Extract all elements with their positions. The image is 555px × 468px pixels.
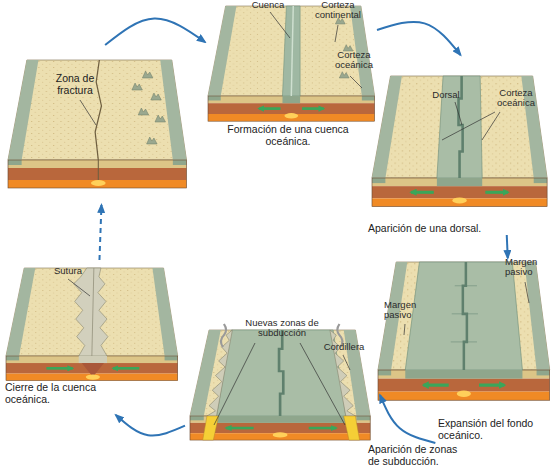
illustration-part <box>203 416 219 440</box>
spreading-block <box>378 262 550 400</box>
cycle-arrow <box>105 18 205 45</box>
part-label: Sutura <box>48 266 88 276</box>
part-label: Margen pasivo <box>384 300 429 321</box>
illustration-part <box>147 137 158 144</box>
illustration-part <box>343 355 350 370</box>
illustration-part <box>284 113 298 118</box>
illustration-part <box>455 102 462 125</box>
stage-panel: Cierre de la cuenca oceánica. <box>3 260 185 415</box>
stage-panel: Aparición de una dorsal. <box>368 55 553 235</box>
illustration-part <box>300 343 345 425</box>
stage-panel: Formación de una cuenca oceánica. <box>205 0 377 150</box>
illustration-part <box>411 191 434 194</box>
stage-caption: Cierre de la cuenca oceánica. <box>5 382 109 405</box>
illustration-part <box>378 262 550 400</box>
illustration-part <box>405 262 522 370</box>
illustration-part <box>91 180 106 186</box>
illustration-part <box>86 374 100 379</box>
illustration-part <box>282 96 300 103</box>
illustration-part <box>404 324 405 335</box>
illustration-part <box>270 12 290 38</box>
part-label: Cuenca <box>248 0 288 10</box>
illustration-part <box>8 60 186 188</box>
illustration-part <box>423 383 448 386</box>
illustration-part <box>339 72 349 78</box>
illustration-part <box>405 370 522 379</box>
illustration-part <box>138 108 149 115</box>
illustration-part <box>350 76 362 88</box>
illustration-part <box>190 330 370 440</box>
illustration-part <box>463 262 467 370</box>
cycle-arrow <box>116 415 185 436</box>
illustration-part <box>155 115 166 122</box>
part-label: Corteza continental <box>310 0 366 21</box>
illustration-part <box>113 367 139 370</box>
part-label: Cordillera <box>318 342 370 352</box>
illustration-part <box>95 60 101 160</box>
illustration-part <box>482 112 500 140</box>
illustration-part <box>221 324 226 347</box>
illustration-part <box>92 268 94 356</box>
illustration-part <box>259 107 281 110</box>
leader-lines <box>68 12 529 425</box>
cycle-arrow <box>507 235 508 258</box>
closure-block <box>6 268 178 381</box>
fracture-block <box>8 60 186 188</box>
cycle-arrow <box>99 205 101 260</box>
illustration-part <box>151 93 162 100</box>
illustration-part <box>142 71 153 78</box>
callout-label: Zona de fractura <box>40 73 110 96</box>
illustration-part <box>132 83 143 90</box>
illustration-part <box>98 160 99 182</box>
illustration-part <box>207 330 232 416</box>
part-label: Nuevas zonas de subducción <box>232 318 332 339</box>
part-label: Margen pasivo <box>505 257 553 278</box>
illustration-part <box>79 356 107 363</box>
illustration-part <box>273 432 288 437</box>
illustration-part <box>282 6 300 96</box>
subduction-block <box>190 324 370 440</box>
illustration-part <box>217 416 346 423</box>
illustration-part <box>214 343 255 425</box>
illustration-part <box>74 268 108 356</box>
stage-caption: Formación de una cuenca oceánica. <box>213 124 363 147</box>
illustration-part <box>6 268 178 381</box>
cycle-arrow <box>380 395 435 443</box>
illustration-part <box>68 279 90 296</box>
stage-caption: Aparición de una dorsal. <box>368 223 538 235</box>
illustration-part <box>291 6 293 96</box>
ridge-block <box>372 76 547 207</box>
stage-caption: Expansión del fondo oceánico. <box>438 418 548 441</box>
illustration-part <box>372 76 547 207</box>
illustration-part <box>479 383 504 386</box>
illustration-part <box>457 391 471 397</box>
illustration-part <box>452 197 466 203</box>
stage-caption: Aparición de zonas de subducción. <box>368 444 468 467</box>
part-label: Dorsal <box>428 90 464 100</box>
illustration-part <box>80 100 96 125</box>
part-label: Corteza oceánica <box>488 88 544 109</box>
illustration-part <box>46 367 72 370</box>
illustration-part <box>485 191 508 194</box>
stage-panel: Expansión del fondo oceánico. <box>372 258 553 443</box>
illustration-part <box>344 416 360 440</box>
illustration-part <box>309 427 337 430</box>
illustration-part <box>226 427 254 430</box>
stage-panel: Zona de fractura <box>5 45 187 205</box>
cycle-arrow <box>377 22 461 55</box>
illustration-part <box>279 330 283 416</box>
illustration-part <box>335 25 338 42</box>
illustration-part <box>437 178 482 186</box>
part-label: Corteza oceánica <box>328 50 380 71</box>
stage-panel: Aparición de zonas de subducción. <box>185 322 380 444</box>
illustration-part <box>302 107 324 110</box>
illustration-part <box>525 282 529 303</box>
illustration-part <box>442 112 495 140</box>
